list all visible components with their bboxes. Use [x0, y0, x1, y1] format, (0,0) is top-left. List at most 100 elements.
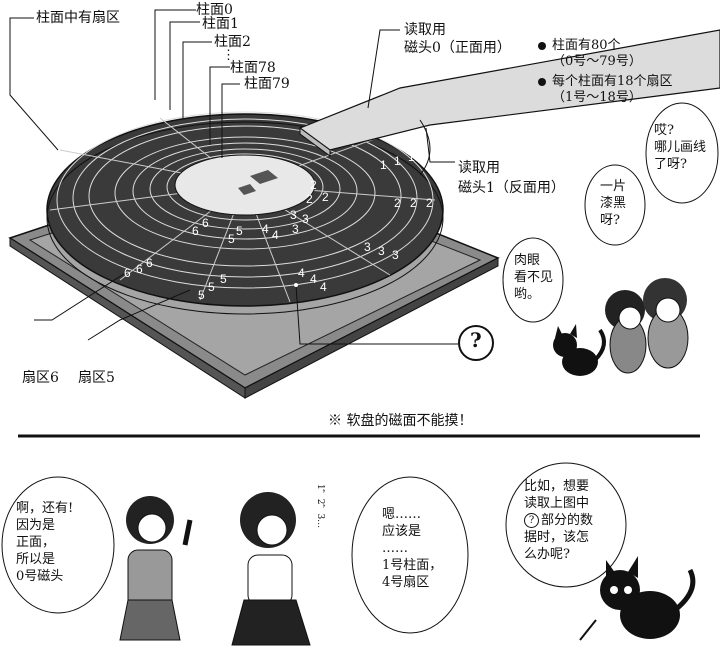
label-head1-line1: 读取用: [458, 160, 500, 176]
sector-number: 3: [364, 240, 371, 254]
speech-line: 嗯……: [382, 507, 422, 522]
disk-base-edge-right: [244, 257, 499, 399]
speech-line: 哎?: [654, 123, 674, 138]
speech-girl-top-right: 哎? 哪儿画线 了呀?: [654, 122, 706, 173]
caution-note: ※ 软盘的磁面不能摸！: [328, 413, 473, 429]
speech-line: 部分的数: [541, 513, 594, 528]
bullet-icon: [538, 42, 546, 50]
bullet-icon: [538, 78, 546, 86]
speech-line: 啊，还有!: [16, 501, 74, 516]
label-sector-6: 扇区6: [22, 370, 59, 386]
girl-left-illustration: [119, 496, 193, 641]
speech-line: 呀?: [600, 213, 620, 228]
hub-drive-hole: [250, 170, 278, 184]
speech-line: 正面，: [16, 535, 56, 550]
speech-line: 4号扇区: [382, 575, 430, 590]
label-cylinder-79: 柱面79: [244, 76, 290, 92]
sector-number: 4: [262, 222, 269, 236]
speech-line: 读取上图中: [524, 496, 590, 511]
speech-bubble-girl-left: [1, 476, 115, 614]
fact-line: 每个柱面有18个扇区: [552, 74, 673, 89]
sector-number: 1: [408, 150, 415, 164]
speech-bubble-girl-middle: [351, 476, 469, 634]
sector-number: 2: [322, 190, 329, 204]
speech-line: 0号磁头: [16, 569, 64, 584]
label-cylinder-2: 柱面2: [214, 34, 251, 50]
speech-girl-left: 啊，还有! 因为是 正面， 所以是 0号磁头: [16, 500, 73, 585]
sector-number: 4: [320, 280, 327, 294]
sector-number: 6: [124, 266, 131, 280]
sector-number: 6: [146, 256, 153, 270]
speech-line: 么办呢?: [524, 547, 570, 562]
sector-number: 1: [380, 158, 387, 172]
speech-line: 因为是: [16, 518, 56, 533]
speech-line: 应该是: [382, 524, 422, 539]
fact-line: 柱面有80个: [552, 38, 621, 53]
speech-line: ……: [382, 541, 408, 556]
sector-number: 6: [192, 224, 199, 238]
sector-number: 3: [392, 248, 399, 262]
sector-number: 5: [228, 232, 235, 246]
speech-line: 哪儿画线: [654, 140, 707, 155]
label-cylinder-0: 柱面0: [196, 2, 233, 18]
fact-line: （0号～79号）: [552, 54, 642, 69]
speech-line: 一片: [600, 179, 627, 194]
sector-number: 5: [236, 224, 243, 238]
speech-girl-middle: 嗯…… 应该是 …… 1号柱面， 4号扇区: [382, 506, 442, 591]
sector-number: 2: [310, 178, 317, 192]
read-head-0: [299, 127, 331, 157]
sector-number: 2: [306, 192, 313, 206]
thinking-dots: 1，2，3…: [315, 484, 325, 529]
girl-middle-illustration: [231, 492, 311, 646]
sector-number: 2: [394, 196, 401, 210]
question-mark-label: ?: [470, 328, 482, 352]
speech-bubble-cat-bottom: [505, 462, 627, 588]
facts-list: 柱面有80个（0号～79号） 每个柱面有18个扇区（1号～18号）: [538, 38, 673, 106]
sector-number: 4: [298, 266, 305, 280]
sector-number: 3: [302, 212, 309, 226]
question-circle-icon: ?: [524, 513, 539, 528]
speech-line: 据时，该怎: [524, 530, 590, 545]
label-cylinder-1: 柱面1: [202, 16, 239, 32]
read-head-1-arm: [419, 119, 431, 176]
target-point-dot: [294, 283, 298, 287]
fact-item: 柱面有80个（0号～79号）: [538, 38, 673, 70]
question-circle: [458, 325, 494, 361]
speech-line: 比如，想要: [524, 479, 590, 494]
platter-hub: [174, 154, 316, 216]
speech-bubble-girl-top-right: [645, 102, 719, 204]
speech-line: 看不见: [514, 270, 554, 285]
hub-spindle-hole: [238, 184, 256, 195]
label-sectors-on-cylinder: 柱面中有扇区: [36, 10, 120, 26]
speech-line: 肉眼: [514, 253, 541, 268]
sector-number: 2: [426, 196, 433, 210]
cat-illustration-top: [553, 324, 606, 376]
girls-illustration-top: [605, 278, 689, 374]
leader-lines: [9, 9, 458, 345]
sector-number: 4: [310, 272, 317, 286]
speech-girl-black: 一片 漆黑 呀?: [600, 178, 626, 229]
sector-number: 3: [290, 208, 297, 222]
speech-line-with-marker: ? 部分的数: [524, 512, 593, 529]
speech-line: 哟。: [514, 287, 541, 302]
sector-number: 3: [292, 222, 299, 236]
sector-number: 5: [208, 280, 215, 294]
label-dots: ⋮: [222, 48, 235, 63]
sector-number: 2: [410, 196, 417, 210]
label-head1-line2: 磁头1（反面用）: [458, 180, 565, 196]
fact-item: 每个柱面有18个扇区（1号～18号）: [538, 74, 673, 106]
speech-line: 了呀?: [654, 157, 687, 172]
sector-number: 5: [220, 272, 227, 286]
speech-line: 1号柱面，: [382, 558, 443, 573]
speech-line: 所以是: [16, 552, 56, 567]
sector-number: 3: [378, 244, 385, 258]
label-sector-5: 扇区5: [78, 370, 115, 386]
sector-number: 5: [198, 288, 205, 302]
label-head0-line2: 磁头0（正面用）: [404, 40, 511, 56]
sector-number: 6: [136, 262, 143, 276]
speech-bubble-cat-top: [502, 237, 564, 323]
sector-number: 4: [272, 228, 279, 242]
speech-bubble-girl-black: [584, 164, 646, 246]
sector-number: 6: [202, 216, 209, 230]
